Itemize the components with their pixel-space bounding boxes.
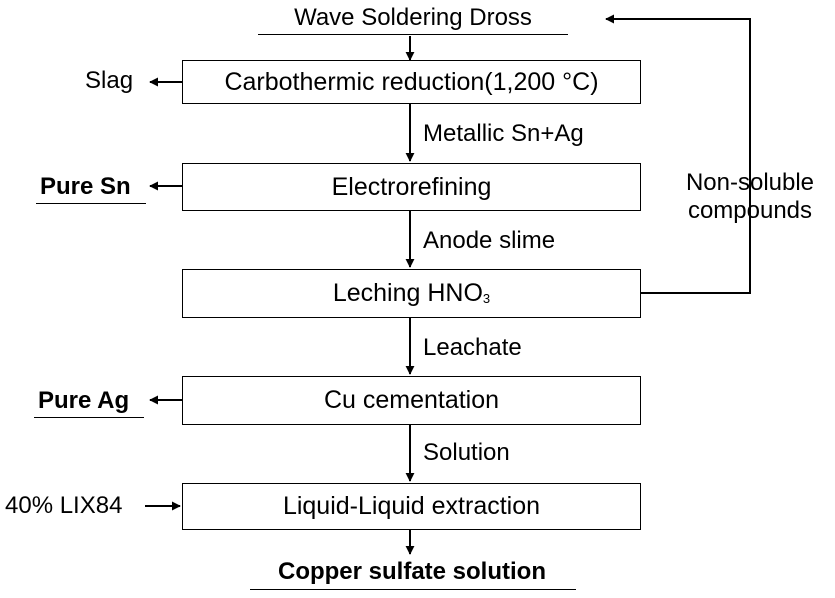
side-label-slag: Slag [85,67,134,94]
step-label: Cu cementation [323,386,500,414]
flow-label-metallic: Metallic Sn+Ag [423,120,584,147]
step-carbothermic-reduction: Carbothermic reduction(1,200 °C) [182,60,641,104]
output-label: Copper sulfate solution [277,558,546,585]
step-label: Liquid-Liquid extraction [282,492,541,520]
step-electrorefining: Electrorefining [182,163,641,211]
flow-label-anode-slime: Anode slime [423,227,556,254]
step-label: Carbothermic reduction(1,200 °C) [224,67,599,96]
step-label: Electrorefining [331,172,492,201]
input-label: Wave Soldering Dross [294,4,532,31]
input-underline [258,34,568,35]
recycle-label-line2: compounds [687,197,813,224]
flow-label-leachate: Leachate [423,334,522,361]
side-label-pure-ag: Pure Ag [38,387,130,414]
step-liquid-extraction: Liquid-Liquid extraction [182,483,641,530]
step-cu-cementation: Cu cementation [182,376,641,425]
side-label-lix84: 40% LIX84 [5,492,123,519]
recycle-loop [605,14,751,294]
flow-label-solution: Solution [423,439,510,466]
side-label-pure-sn: Pure Sn [40,173,131,200]
output-underline [250,589,576,590]
pure-sn-underline [36,203,146,204]
step-label: Leching HNO3 [332,279,491,307]
pure-ag-underline [34,417,144,418]
recycle-label-line1: Non-soluble [685,169,815,196]
step-leaching: Leching HNO3 [182,269,641,318]
